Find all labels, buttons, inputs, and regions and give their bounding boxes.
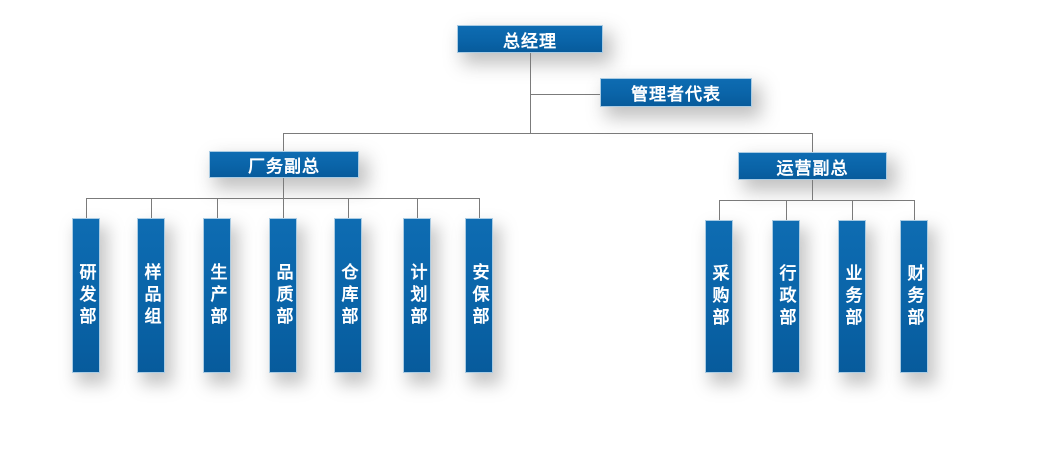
connector-line	[217, 198, 218, 218]
node-quality-dept: 品质部	[269, 218, 297, 373]
node-sample-group: 样品组	[137, 218, 165, 373]
node-general-manager: 总经理	[457, 25, 603, 53]
connector-line	[283, 198, 284, 218]
node-warehouse-dept: 仓库部	[334, 218, 362, 373]
node-finance-dept: 财务部	[900, 220, 928, 373]
connector-line	[719, 200, 915, 201]
node-research-dept: 研发部	[72, 218, 100, 373]
connector-line	[852, 200, 853, 220]
connector-line	[283, 133, 813, 134]
node-operations-vice-president: 运营副总	[738, 152, 887, 180]
node-management-representative: 管理者代表	[600, 78, 752, 107]
connector-line	[283, 178, 284, 198]
node-security-dept: 安保部	[465, 218, 493, 373]
node-production-dept: 生产部	[203, 218, 231, 373]
connector-line	[283, 133, 284, 151]
connector-line	[151, 198, 152, 218]
connector-line	[348, 198, 349, 218]
node-admin-dept: 行政部	[772, 220, 800, 373]
connector-line	[530, 53, 531, 133]
connector-line	[479, 198, 480, 218]
connector-line	[812, 180, 813, 200]
connector-line	[812, 133, 813, 152]
node-business-dept: 业务部	[838, 220, 866, 373]
connector-line	[719, 200, 720, 220]
connector-line	[786, 200, 787, 220]
connector-line	[86, 198, 87, 218]
connector-line	[914, 200, 915, 220]
node-factory-vice-president: 厂务副总	[209, 151, 359, 178]
node-planning-dept: 计划部	[403, 218, 431, 373]
connector-line	[530, 94, 600, 95]
node-purchasing-dept: 采购部	[705, 220, 733, 373]
connector-line	[417, 198, 418, 218]
